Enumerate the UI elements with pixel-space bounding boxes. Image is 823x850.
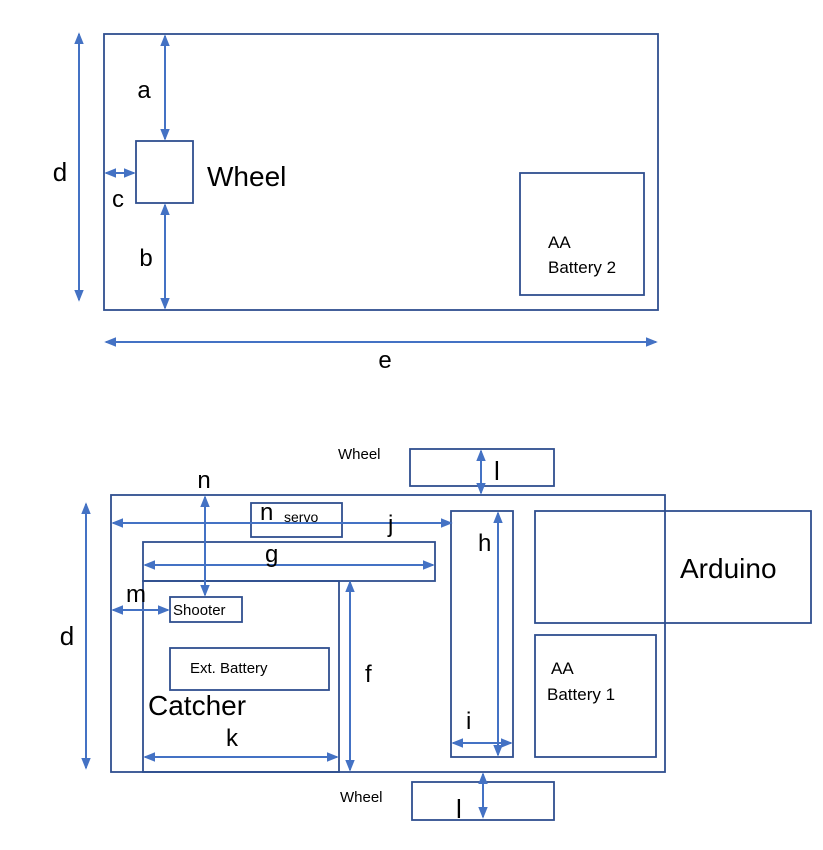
ext-battery-box: [169, 647, 330, 691]
wheel-bottom-label: Wheel: [340, 789, 383, 806]
dim-k-label: k: [226, 725, 239, 752]
column-box: [450, 510, 514, 758]
dim-a-label: a: [137, 77, 151, 104]
dim-l-label-bottom: l: [456, 794, 462, 824]
bottom-chassis-outline: [110, 494, 666, 773]
shooter-rail-box: [142, 541, 436, 582]
top-chassis-outline: [103, 33, 659, 311]
arduino-label: Arduino: [680, 553, 777, 584]
dim-h-label: h: [478, 530, 491, 557]
servo-label: servo: [284, 509, 318, 525]
top-wheel-label: Wheel: [207, 161, 286, 192]
shooter-box: [169, 596, 243, 623]
wheel-top-label: Wheel: [338, 446, 381, 463]
battery-1-box: [534, 634, 657, 758]
dim-g-label: g: [265, 541, 278, 568]
battery-1-label-line1: AA: [551, 659, 574, 678]
dim-f-label: f: [365, 661, 372, 688]
dim-d-label-top: d: [53, 157, 67, 187]
battery-1-label-line2: Battery 1: [547, 685, 615, 704]
dim-j-label: j: [387, 511, 393, 538]
top-wheel-box: [135, 140, 194, 204]
dim-l-label-top: l: [494, 456, 500, 486]
battery-2-box: [519, 172, 645, 296]
dim-c-label: c: [112, 186, 124, 213]
dim-n-label: n: [197, 467, 210, 494]
catcher-label: Catcher: [148, 690, 246, 721]
bottom-view: Wheel l Wheel l n n servo j g h m Shoote…: [60, 446, 812, 824]
servo-dim-n-label: n: [260, 499, 273, 526]
shooter-label: Shooter: [173, 602, 226, 619]
dim-e-label: e: [378, 347, 391, 374]
top-view: a b c d e Wheel AA Battery 2: [53, 32, 659, 374]
ext-battery-label: Ext. Battery: [190, 660, 268, 677]
catcher-box: [142, 580, 340, 773]
dim-m-label: m: [126, 581, 146, 608]
battery-2-label-line1: AA: [548, 233, 571, 252]
dim-i-label: i: [466, 708, 471, 735]
dim-d-label-bottom: d: [60, 621, 74, 651]
battery-2-label-line2: Battery 2: [548, 258, 616, 277]
dim-b-label: b: [139, 245, 152, 272]
arduino-box: [534, 510, 812, 624]
